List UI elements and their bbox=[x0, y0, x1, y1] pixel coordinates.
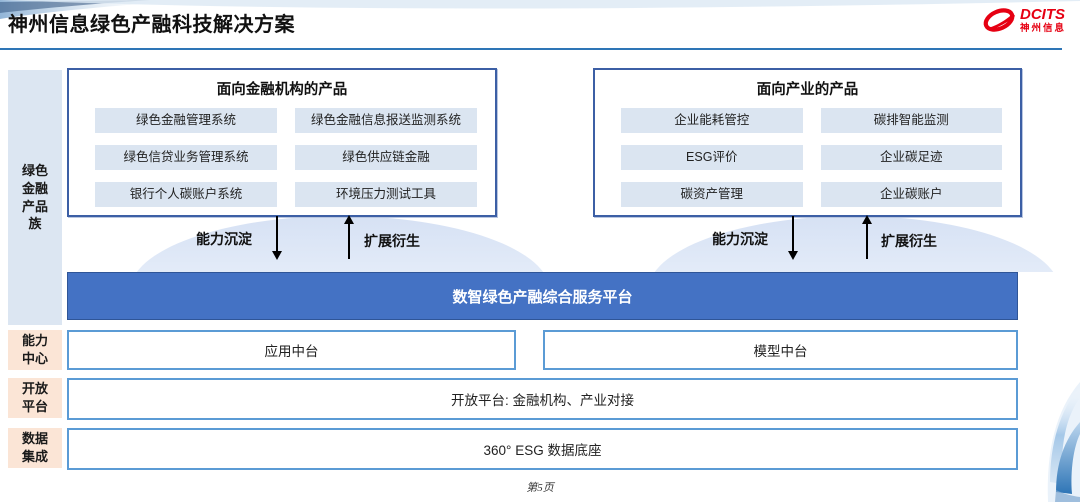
app-middle-platform-box: 应用中台 bbox=[67, 330, 516, 370]
page-title: 神州信息绿色产融科技解决方案 bbox=[8, 14, 295, 36]
sidebar-label-text: 开放平台 bbox=[22, 381, 49, 414]
flow-label-extension-derivation: 扩展衍生 bbox=[881, 233, 937, 249]
app-middle-platform-label: 应用中台 bbox=[264, 344, 319, 359]
sidebar-label-text: 绿色金融产品族 bbox=[22, 163, 49, 232]
top-swoosh-decoration bbox=[0, 0, 1080, 19]
sidebar-label-data-integration: 数据集成 bbox=[8, 428, 62, 468]
logo-brand: DCITS bbox=[1019, 6, 1065, 23]
group-box-financial-products: 面向金融机构的产品 绿色金融管理系统 绿色金融信息报送监测系统 绿色信贷业务管理… bbox=[67, 68, 497, 217]
product-chip: 环境压力测试工具 bbox=[295, 182, 477, 207]
product-chip: 企业碳账户 bbox=[820, 182, 1002, 207]
dome-clip bbox=[0, 213, 1080, 272]
product-chip: 绿色金融管理系统 bbox=[95, 108, 277, 133]
platform-bar-title: 数智绿色产融综合服务平台 bbox=[452, 288, 633, 306]
open-platform-row: 开放平台: 金融机构、产业对接 bbox=[67, 378, 1018, 420]
product-chip: 企业碳足迹 bbox=[820, 145, 1002, 170]
logo-text: DCITS 神州信息 bbox=[1020, 7, 1066, 34]
up-arrow-icon bbox=[862, 215, 872, 259]
logo: DCITS 神州信息 bbox=[982, 7, 1066, 34]
sidebar-label-product-family: 绿色金融产品族 bbox=[8, 70, 62, 325]
logo-swoosh-icon bbox=[983, 8, 1015, 32]
page-number: 第5页 bbox=[526, 482, 554, 494]
flow-label-extension-derivation: 扩展衍生 bbox=[364, 233, 420, 249]
platform-bar: 数智绿色产融综合服务平台 bbox=[67, 272, 1018, 320]
model-middle-platform-box: 模型中台 bbox=[543, 330, 1018, 370]
group-title: 面向金融机构的产品 bbox=[216, 82, 348, 98]
group-title: 面向产业的产品 bbox=[756, 82, 859, 98]
product-chip: 银行个人碳账户系统 bbox=[95, 182, 277, 207]
product-chip: 绿色信贷业务管理系统 bbox=[95, 145, 277, 170]
sidebar-label-text: 能力中心 bbox=[22, 333, 49, 366]
dome-decoration bbox=[130, 216, 550, 272]
sidebar-label-text: 数据集成 bbox=[22, 431, 49, 464]
model-middle-platform-label: 模型中台 bbox=[753, 344, 808, 359]
open-platform-text: 开放平台: 金融机构、产业对接 bbox=[450, 393, 634, 408]
product-chip: 绿色供应链金融 bbox=[295, 145, 477, 170]
chip-grid: 绿色金融管理系统 绿色金融信息报送监测系统 绿色信贷业务管理系统 绿色供应链金融… bbox=[69, 108, 495, 207]
product-chip: ESG评价 bbox=[621, 145, 803, 170]
product-chip: 企业能耗管控 bbox=[621, 108, 803, 133]
up-arrow-icon bbox=[344, 215, 354, 259]
down-arrow-icon bbox=[788, 216, 798, 260]
data-integration-text: 360° ESG 数据底座 bbox=[483, 443, 602, 458]
dome-decoration bbox=[648, 216, 1060, 272]
product-chip: 碳资产管理 bbox=[621, 182, 803, 207]
product-chip: 碳排智能监测 bbox=[820, 108, 1002, 133]
flow-label-capability-settling: 能力沉淀 bbox=[196, 231, 252, 247]
data-integration-row: 360° ESG 数据底座 bbox=[67, 428, 1018, 470]
logo-company: 神州信息 bbox=[1019, 23, 1066, 34]
sidebar-label-capability-center: 能力中心 bbox=[8, 330, 62, 370]
flow-label-capability-settling: 能力沉淀 bbox=[712, 231, 768, 247]
down-arrow-icon bbox=[272, 216, 282, 260]
title-divider bbox=[0, 48, 1062, 50]
chip-grid: 企业能耗管控 碳排智能监测 ESG评价 企业碳足迹 碳资产管理 企业碳账户 bbox=[595, 108, 1020, 207]
product-chip: 绿色金融信息报送监测系统 bbox=[295, 108, 477, 133]
corner-swoosh-decoration bbox=[1047, 382, 1080, 502]
sidebar-label-open-platform: 开放平台 bbox=[8, 378, 62, 418]
group-box-industry-products: 面向产业的产品 企业能耗管控 碳排智能监测 ESG评价 企业碳足迹 碳资产管理 … bbox=[593, 68, 1022, 217]
